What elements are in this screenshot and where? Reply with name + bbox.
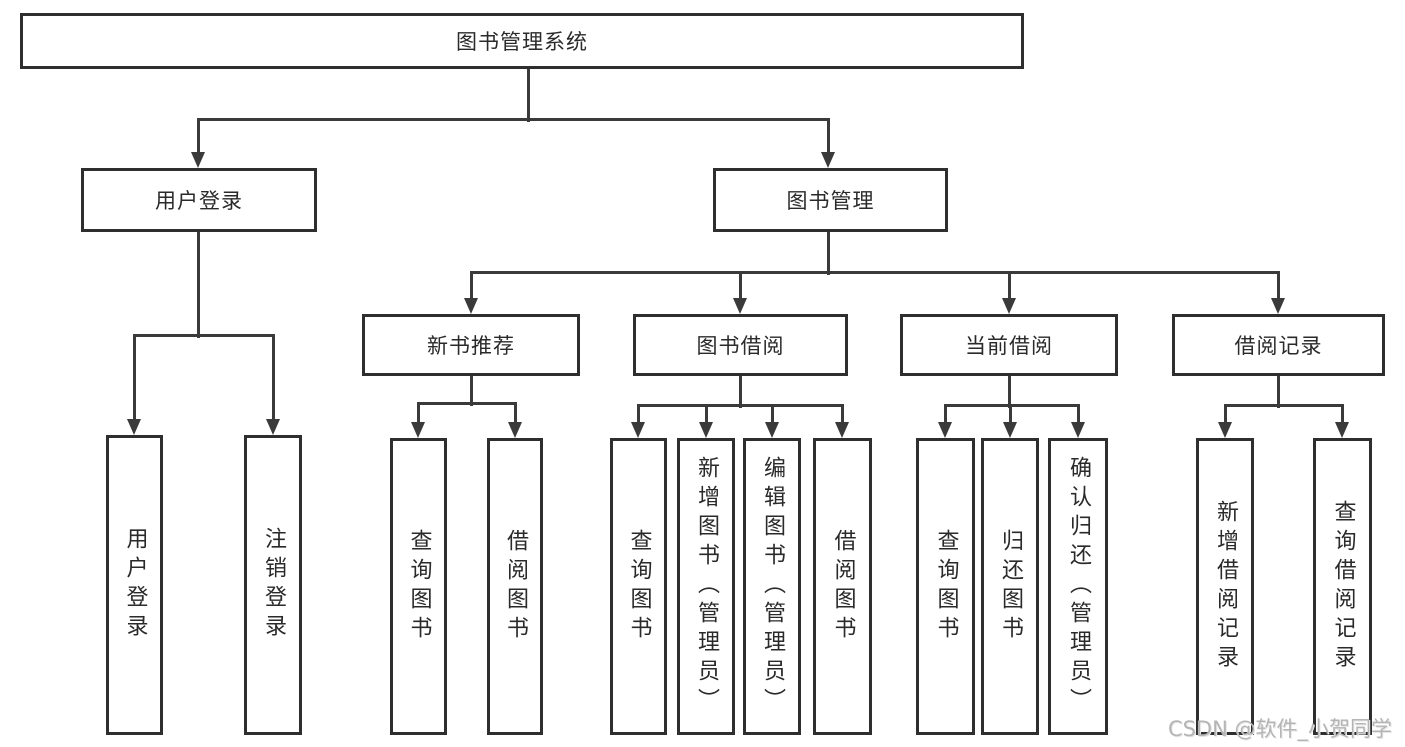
arrow-down-icon bbox=[1335, 422, 1349, 438]
connector-drop-book-mgmt-children-1 bbox=[738, 272, 742, 300]
arrow-down-icon bbox=[699, 422, 713, 438]
arrow-down-icon bbox=[835, 422, 849, 438]
arrow-down-icon bbox=[1071, 422, 1085, 438]
node-borrow-records: 借阅记录 bbox=[1172, 314, 1385, 376]
connector-stem-user-login-children bbox=[196, 232, 200, 338]
node-label-leaf-return-book: 归还图书 bbox=[998, 528, 1023, 645]
connector-drop-borrow-records-children-1 bbox=[1340, 405, 1344, 424]
node-root: 图书管理系统 bbox=[20, 13, 1024, 69]
node-label-leaf-add-book: 新增图书（管理员） bbox=[694, 456, 719, 717]
connector-split-borrow-records-children bbox=[1223, 403, 1344, 407]
connector-drop-root-to-level2-0 bbox=[196, 119, 200, 154]
node-leaf-query-borrow-record: 查询借阅记录 bbox=[1313, 438, 1372, 735]
arrow-down-icon bbox=[938, 422, 952, 438]
connector-split-root-to-level2 bbox=[196, 117, 830, 121]
arrow-down-icon bbox=[464, 298, 478, 314]
node-leaf-query-book-1: 查询图书 bbox=[390, 438, 447, 735]
arrow-down-icon bbox=[821, 152, 835, 168]
connector-drop-new-book-rec-children-0 bbox=[416, 403, 420, 424]
arrow-down-icon bbox=[1218, 422, 1232, 438]
connector-stem-new-book-rec-children bbox=[469, 376, 473, 406]
connector-drop-book-borrow-children-0 bbox=[636, 405, 640, 424]
connector-stem-current-borrow-children bbox=[1007, 376, 1011, 408]
node-leaf-user-login: 用户登录 bbox=[106, 435, 163, 735]
node-leaf-confirm-return: 确认归还（管理员） bbox=[1048, 438, 1108, 735]
node-book-borrow: 图书借阅 bbox=[633, 314, 848, 376]
arrow-down-icon bbox=[508, 422, 522, 438]
arrow-down-icon bbox=[191, 152, 205, 168]
arrow-down-icon bbox=[266, 419, 280, 435]
node-label-leaf-logout: 注销登录 bbox=[261, 527, 286, 643]
node-label-leaf-query-book-1: 查询图书 bbox=[406, 528, 432, 645]
connector-drop-book-mgmt-children-2 bbox=[1007, 272, 1011, 300]
node-leaf-add-borrow-record: 新增借阅记录 bbox=[1196, 438, 1254, 735]
connector-drop-current-borrow-children-1 bbox=[1008, 405, 1012, 424]
node-label-leaf-borrow-book-1: 借阅图书 bbox=[503, 528, 528, 645]
node-leaf-query-book-3: 查询图书 bbox=[916, 438, 975, 735]
connector-drop-user-login-children-1 bbox=[271, 335, 275, 421]
connector-split-current-borrow-children bbox=[943, 403, 1080, 407]
connector-drop-book-mgmt-children-3 bbox=[1276, 272, 1280, 300]
node-label-user-login: 用户登录 bbox=[155, 189, 243, 213]
connector-stem-root-to-level2 bbox=[526, 69, 530, 122]
connector-stem-book-mgmt-children bbox=[826, 232, 830, 275]
arrow-down-icon bbox=[733, 298, 747, 314]
connector-drop-new-book-rec-children-1 bbox=[513, 403, 517, 424]
node-label-new-book-rec: 新书推荐 bbox=[427, 334, 515, 358]
node-label-book-borrow: 图书借阅 bbox=[696, 334, 785, 358]
node-new-book-rec: 新书推荐 bbox=[362, 314, 580, 376]
node-label-leaf-add-borrow-record: 新增借阅记录 bbox=[1213, 499, 1238, 674]
node-label-borrow-records: 借阅记录 bbox=[1234, 334, 1323, 358]
node-label-book-mgmt: 图书管理 bbox=[786, 189, 875, 213]
connector-stem-borrow-records-children bbox=[1276, 376, 1280, 408]
connector-split-book-borrow-children bbox=[636, 403, 844, 407]
arrow-down-icon bbox=[1271, 298, 1285, 314]
node-label-leaf-query-book-2: 查询图书 bbox=[626, 528, 652, 645]
node-leaf-borrow-book-2: 借阅图书 bbox=[813, 438, 872, 735]
connector-drop-borrow-records-children-0 bbox=[1223, 405, 1227, 424]
node-leaf-add-book: 新增图书（管理员） bbox=[677, 438, 735, 735]
node-label-leaf-user-login: 用户登录 bbox=[122, 527, 148, 643]
arrow-down-icon bbox=[631, 422, 645, 438]
node-leaf-edit-book: 编辑图书（管理员） bbox=[743, 438, 801, 735]
node-current-borrow: 当前借阅 bbox=[900, 314, 1118, 376]
arrow-down-icon bbox=[765, 422, 779, 438]
node-label-current-borrow: 当前借阅 bbox=[965, 334, 1053, 358]
connector-drop-root-to-level2-1 bbox=[826, 119, 830, 154]
arrow-down-icon bbox=[411, 422, 425, 438]
node-leaf-borrow-book-1: 借阅图书 bbox=[487, 438, 543, 735]
arrow-down-icon bbox=[127, 419, 141, 435]
connector-split-book-mgmt-children bbox=[469, 270, 1280, 274]
connector-drop-user-login-children-0 bbox=[132, 335, 136, 421]
node-label-leaf-query-borrow-record: 查询借阅记录 bbox=[1330, 499, 1356, 674]
connector-drop-book-borrow-children-3 bbox=[840, 405, 844, 424]
connector-drop-current-borrow-children-2 bbox=[1076, 405, 1080, 424]
connector-split-new-book-rec-children bbox=[416, 401, 517, 405]
node-book-mgmt: 图书管理 bbox=[713, 168, 948, 232]
arrow-down-icon bbox=[1003, 422, 1017, 438]
node-label-leaf-query-book-3: 查询图书 bbox=[933, 528, 959, 645]
node-leaf-return-book: 归还图书 bbox=[981, 438, 1039, 735]
node-label-root: 图书管理系统 bbox=[456, 30, 588, 54]
node-label-leaf-edit-book: 编辑图书（管理员） bbox=[760, 456, 785, 717]
connector-drop-current-borrow-children-0 bbox=[943, 405, 947, 424]
node-leaf-query-book-2: 查询图书 bbox=[610, 438, 667, 735]
connector-drop-book-mgmt-children-0 bbox=[469, 272, 473, 300]
node-label-leaf-borrow-book-2: 借阅图书 bbox=[830, 528, 856, 645]
connector-drop-book-borrow-children-2 bbox=[770, 405, 774, 424]
arrow-down-icon bbox=[1002, 298, 1016, 314]
connector-split-user-login-children bbox=[132, 333, 275, 337]
watermark: CSDN @软件_小贺同学 bbox=[1167, 717, 1392, 741]
node-label-leaf-confirm-return: 确认归还（管理员） bbox=[1066, 456, 1091, 717]
node-user-login: 用户登录 bbox=[81, 168, 317, 232]
node-leaf-logout: 注销登录 bbox=[244, 435, 302, 735]
connector-drop-book-borrow-children-1 bbox=[704, 405, 708, 424]
connector-stem-book-borrow-children bbox=[738, 376, 742, 408]
